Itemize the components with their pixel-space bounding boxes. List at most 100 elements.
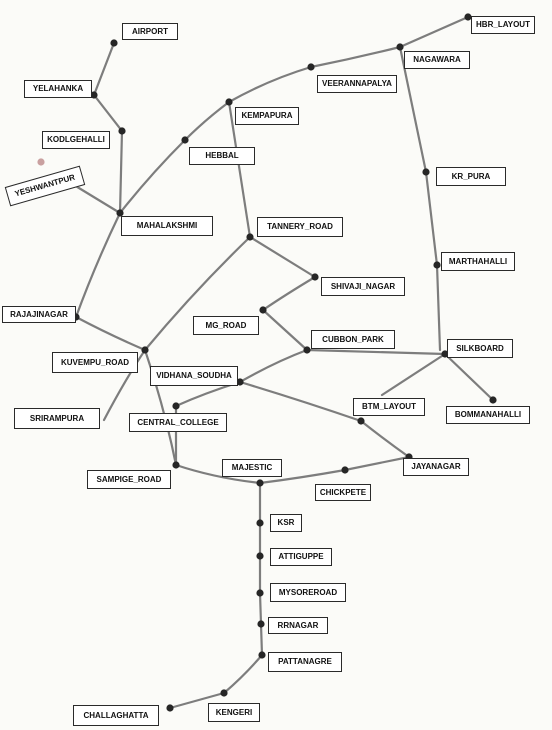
edge-rajajinagar-kuvempu — [74, 315, 147, 352]
label-kempapura: KEMPAPURA — [235, 107, 299, 125]
edge-rrnagar-pattanagre — [259, 622, 264, 657]
label-pattanagre: PATTANAGRE — [268, 652, 342, 672]
edge-yelahanka-kodlgehalli — [92, 93, 124, 133]
edge-mahalakshmi-rajajinagar — [74, 211, 122, 319]
node-kodlgehalli — [118, 127, 126, 135]
edge-chickpete-jayanagar — [343, 455, 411, 472]
node-marthahalli — [433, 261, 441, 269]
label-marthahalli: MARTHAHALLI — [441, 252, 515, 271]
node-chickpete — [341, 466, 349, 474]
node-attiguppe — [256, 552, 264, 560]
label-airport: AIRPORT — [122, 23, 178, 40]
node-cubbon-park — [303, 346, 311, 354]
node-central-college — [172, 402, 180, 410]
node-shivaji-nagar — [311, 273, 319, 281]
label-kengeri: KENGERI — [208, 703, 260, 722]
label-ksr: KSR — [270, 514, 302, 532]
edge-hebbal-mahalakshmi — [118, 138, 187, 215]
edge-pattanagre-kengeri — [222, 653, 264, 695]
label-srirampura: SRIRAMPURA — [14, 408, 100, 429]
edge-hbr-nagawara — [398, 15, 470, 49]
node-vidhana-soudha — [236, 378, 244, 386]
node-nagawara — [396, 43, 404, 51]
label-rrnagar: RRNAGAR — [268, 617, 328, 634]
label-vidhana-soudha: VIDHANA_SOUDHA — [150, 366, 238, 386]
label-kuvempu-road: KUVEMPU_ROAD — [52, 352, 138, 373]
label-majestic: MAJESTIC — [222, 459, 282, 477]
node-hbr-layout — [464, 13, 472, 21]
node-ksr — [256, 519, 264, 527]
node-kr-pura — [422, 168, 430, 176]
edge-cubbon-silkboard — [305, 348, 447, 356]
label-btm-layout: BTM_LAYOUT — [353, 398, 425, 416]
edge-kuvempu-centralcollege — [102, 348, 147, 422]
node-kengeri — [220, 689, 228, 697]
edge-tannery-shivaji — [248, 235, 317, 279]
node-kempapura — [225, 98, 233, 106]
label-challaghatta: CHALLAGHATTA — [73, 705, 159, 726]
label-veerannapalya: VEERANNAPALYA — [317, 75, 397, 93]
edge-mgroad-cubbon — [261, 308, 309, 352]
label-hebbal: HEBBAL — [189, 147, 255, 165]
network-edges — [72, 15, 495, 710]
node-mahalakshmi — [116, 209, 124, 217]
label-cubbon-park: CUBBON_PARK — [311, 330, 395, 349]
label-chickpete: CHICKPETE — [315, 484, 371, 501]
edge-btm-silkboard — [380, 352, 447, 397]
node-pattanagre — [258, 651, 266, 659]
node-kuvempu-road — [141, 346, 149, 354]
edge-sampige-majestic — [174, 463, 262, 485]
label-sampige-road: SAMPIGE_ROAD — [87, 470, 171, 489]
label-yelahanka: YELAHANKA — [24, 80, 92, 98]
label-bommanahalli: BOMMANAHALLI — [446, 406, 530, 424]
node-hebbal — [181, 136, 189, 144]
node-majestic — [256, 479, 264, 487]
edge-veerannapalya-kempapura — [227, 65, 313, 104]
edge-silkboard-bommanahalli — [443, 352, 495, 402]
node-bommanahalli — [489, 396, 497, 404]
node-airport — [110, 39, 118, 47]
label-jayanagar: JAYANAGAR — [403, 458, 469, 476]
node-btm-layout — [357, 417, 365, 425]
node-yelahanka — [90, 91, 98, 99]
label-kodlgehalli: KODLGEHALLI — [42, 131, 110, 149]
edge-kengeri-challaghatta — [168, 691, 226, 710]
edge-shivaji-mgroad — [261, 275, 317, 312]
label-central-college: CENTRAL_COLLEGE — [129, 413, 227, 432]
label-silkboard: SILKBOARD — [447, 339, 513, 358]
edge-marthahalli-silkboard — [435, 263, 442, 352]
edge-mysoreroad-rrnagar — [258, 591, 263, 626]
node-silkboard — [441, 350, 449, 358]
label-tannery-road: TANNERY_ROAD — [257, 217, 343, 237]
label-attiguppe: ATTIGUPPE — [270, 548, 332, 566]
edge-kodlgehalli-mahalakshmi — [118, 129, 124, 215]
node-mysoreroad — [256, 589, 264, 597]
label-hbr-layout: HBR_LAYOUT — [471, 16, 535, 34]
node-tannery-road — [246, 233, 254, 241]
label-mahalakshmi: MAHALAKSHMI — [121, 216, 213, 236]
edge-krpura-marthahalli — [424, 170, 439, 267]
node-yeshwantpur — [37, 158, 45, 166]
node-mg-road — [259, 306, 267, 314]
edge-tannery-kuvempu — [143, 235, 252, 352]
label-mg-road: MG_ROAD — [193, 316, 259, 335]
edge-kuvempu-sampige — [143, 348, 178, 467]
edge-yeshwantpur-mahalakshmi — [72, 183, 122, 215]
node-sampige-road — [172, 461, 180, 469]
label-nagawara: NAGAWARA — [404, 51, 470, 69]
label-shivaji-nagar: SHIVAJI_NAGAR — [321, 277, 405, 296]
edge-btm-jayanagar — [359, 419, 411, 459]
label-rajajinagar: RAJAJINAGAR — [2, 306, 76, 323]
network-nodes — [37, 13, 497, 712]
edge-airport-yelahanka — [92, 41, 116, 97]
edge-nagawara-veerannapalya — [309, 45, 402, 69]
label-kr-pura: KR_PURA — [436, 167, 506, 186]
node-challaghatta — [166, 704, 174, 712]
edge-vidhana-btm — [238, 380, 363, 423]
label-mysoreroad: MYSOREROAD — [270, 583, 346, 602]
edge-kempapura-hebbal — [183, 100, 231, 142]
node-rrnagar — [257, 620, 265, 628]
edge-majestic-chickpete — [258, 468, 347, 485]
